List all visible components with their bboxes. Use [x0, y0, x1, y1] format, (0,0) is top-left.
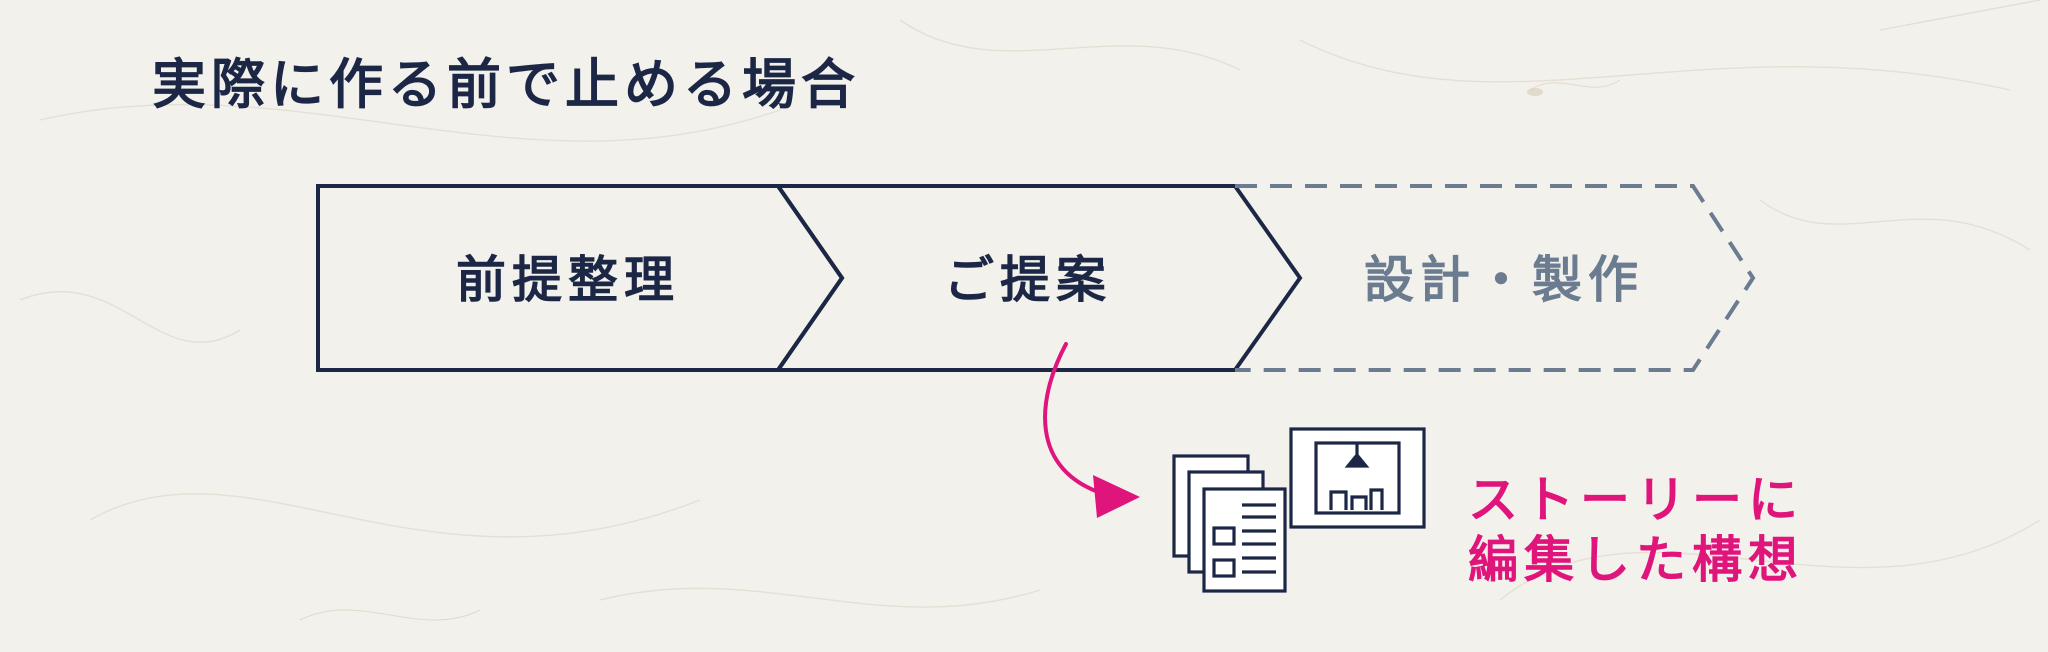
step-3-box [1235, 184, 1756, 372]
result-line-1: ストーリーに [1468, 471, 1804, 529]
result-line-2: 編集した構想 [1468, 531, 1804, 589]
document-stack-icon [1172, 454, 1287, 593]
page-title: 実際に作る前で止める場合 [152, 53, 860, 116]
interior-sketch-icon [1289, 427, 1426, 529]
step-label-proposal: ご提案 [944, 251, 1112, 309]
step-label-premise: 前提整理 [456, 251, 680, 309]
step-label-design: 設計・製作 [1364, 251, 1644, 309]
arrowhead-icon [1093, 475, 1140, 518]
proposal-arrow [1043, 342, 1106, 496]
result-caption: ストーリーに 編集した構想 [1468, 470, 1804, 590]
